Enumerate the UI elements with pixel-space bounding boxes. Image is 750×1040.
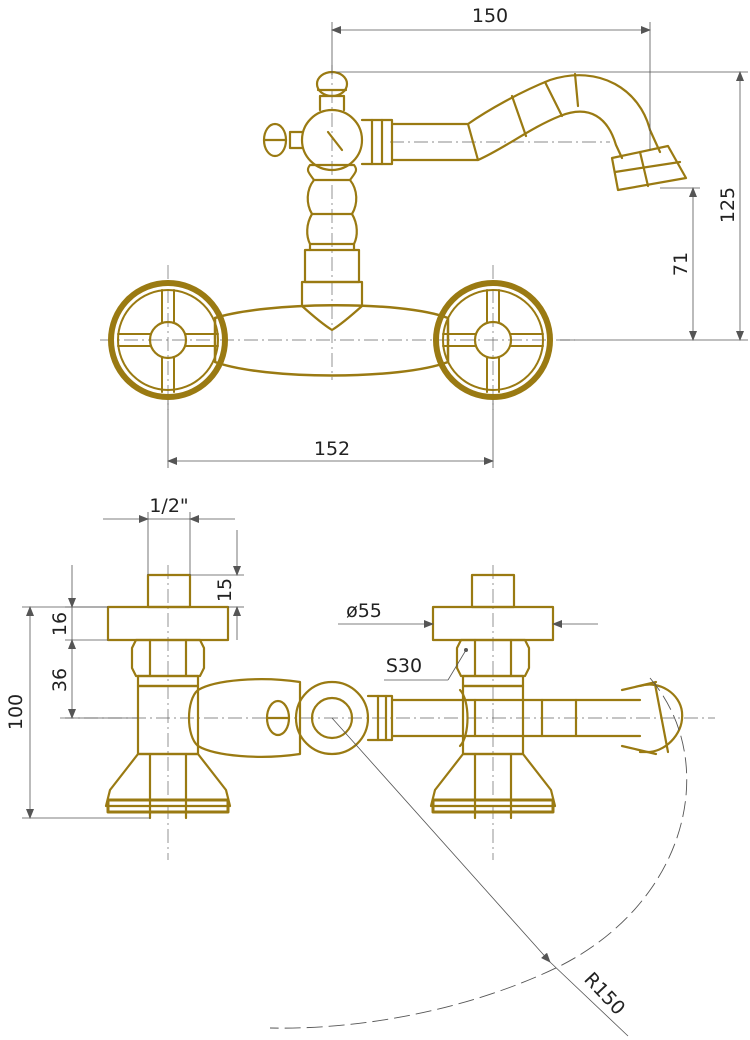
dim-center-distance-label: 152: [314, 438, 350, 460]
dim-total-depth: 100: [5, 606, 150, 819]
dim-spout-reach: 150: [331, 5, 651, 150]
central-column: [300, 163, 364, 332]
plan-body: [188, 678, 684, 758]
left-handle-wheel: [108, 280, 228, 400]
right-handle-wheel: [433, 280, 553, 400]
dim-center-distance: 152: [167, 400, 494, 468]
dim-wrench: S30: [384, 648, 468, 681]
swing-radius-arc: [269, 677, 688, 1029]
dim-flange-diameter: ø55: [338, 600, 598, 628]
dim-outlet-height-label: 71: [670, 252, 692, 276]
dim-nut-height: 15: [190, 530, 244, 640]
front-view: 150 125 71 152: [100, 5, 748, 468]
dim-nut-height-label: 15: [214, 578, 236, 602]
dim-outlet-height: 71: [660, 187, 700, 341]
dim-total-depth-label: 100: [5, 694, 27, 730]
right-connector: [429, 573, 557, 820]
dim-swing-radius-label: R150: [579, 968, 629, 1019]
swing-radius-extension: [549, 961, 629, 1037]
dim-wrench-label: S30: [386, 655, 422, 677]
dim-total-height: 125: [336, 71, 748, 341]
mixer-body: [213, 304, 450, 377]
dim-spout-reach-label: 150: [472, 5, 508, 27]
spout: [360, 72, 688, 192]
dim-body-label: 36: [49, 668, 71, 692]
dim-body: 36: [49, 639, 138, 719]
left-connector: [104, 573, 232, 820]
plan-view: R150 1/2" 15 16: [5, 495, 715, 1037]
dim-thread: 1/2": [103, 495, 235, 575]
dim-flange-label: 16: [49, 612, 71, 636]
diverter-sphere: [262, 70, 364, 172]
dim-total-height-label: 125: [717, 187, 739, 223]
dim-flange: 16: [49, 565, 108, 641]
dim-thread-label: 1/2": [149, 495, 188, 517]
dim-flange-diameter-label: ø55: [346, 600, 382, 622]
swing-radius-leader: [331, 717, 551, 963]
